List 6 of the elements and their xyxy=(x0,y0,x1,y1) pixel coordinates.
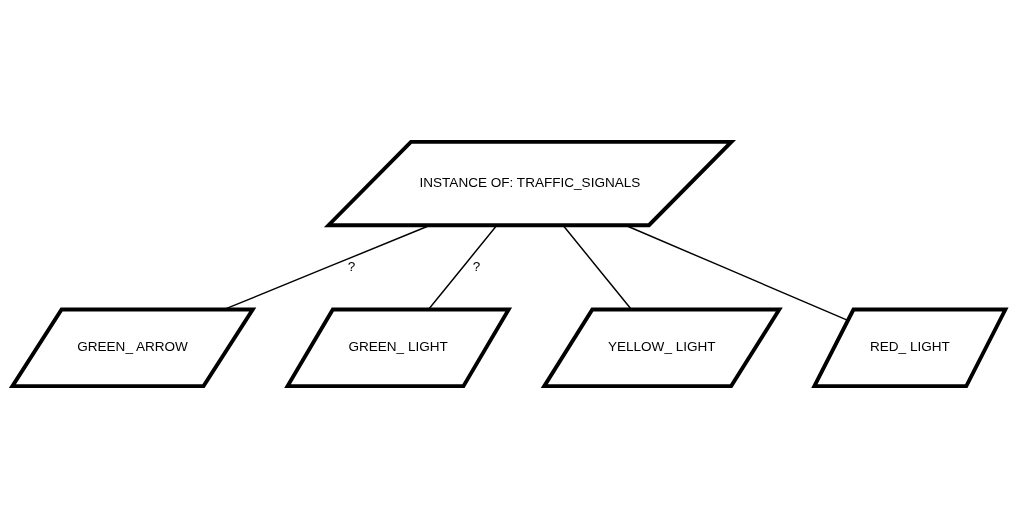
connector xyxy=(562,224,633,310)
connector xyxy=(427,224,498,310)
connector xyxy=(223,224,431,310)
edge-label: ? xyxy=(347,258,356,274)
edge-label: ? xyxy=(472,258,481,274)
connector xyxy=(624,224,849,321)
